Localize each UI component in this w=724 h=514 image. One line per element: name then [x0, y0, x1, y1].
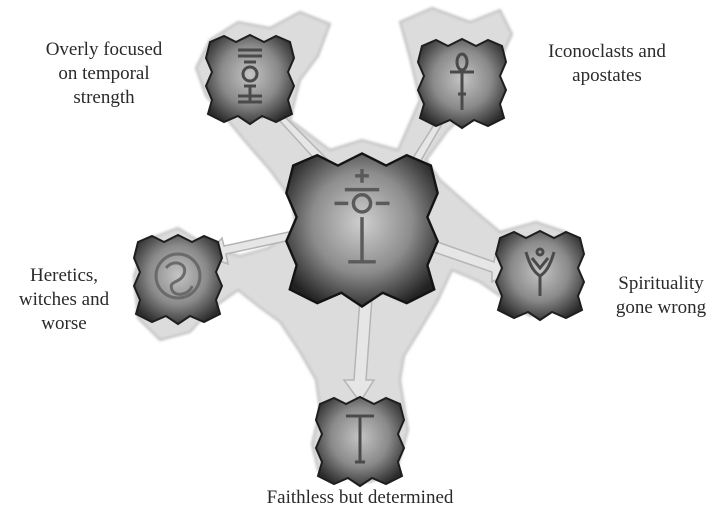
node-left	[134, 235, 222, 324]
label-left: Heretics, witches and worse	[0, 264, 128, 336]
label-top-right: Iconoclasts and apostates	[522, 40, 692, 88]
node-top-right	[418, 39, 506, 128]
label-right: Spirituality gone wrong	[596, 272, 724, 320]
label-bottom: Faithless but determined	[230, 486, 490, 510]
node-right	[496, 231, 584, 320]
node-bottom	[316, 397, 404, 486]
node-top-left	[206, 35, 294, 124]
node-center	[286, 153, 437, 306]
label-top-left: Overly focused on temporal strength	[34, 38, 174, 110]
